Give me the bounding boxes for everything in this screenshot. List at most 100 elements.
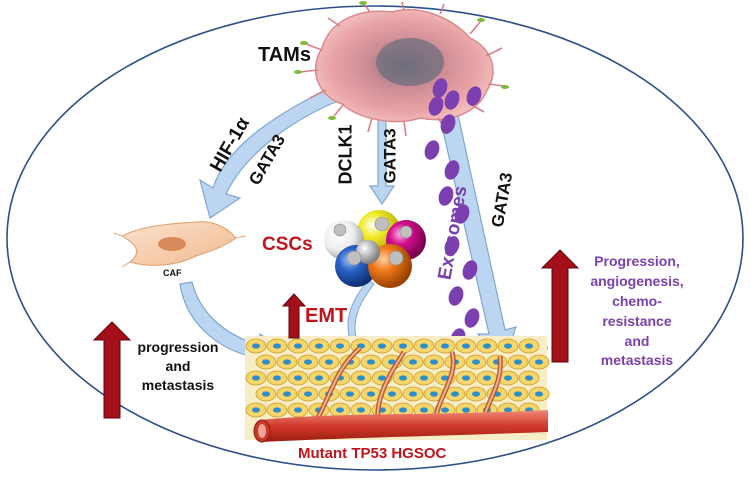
outer-ellipse: [6, 5, 744, 471]
text-progression-right: Progression, angiogenesis, chemo- resist…: [578, 252, 696, 371]
tumor-cell-nucleus: [325, 359, 333, 365]
progression-right-line-4: resistance: [602, 312, 672, 329]
exosome-dot: [428, 96, 444, 116]
tumor-cell-nucleus: [472, 359, 480, 365]
tumor-cell-nucleus: [283, 391, 291, 397]
tumor-cell-nucleus: [462, 407, 470, 413]
exosome-dot: [438, 186, 454, 206]
progression-right-line-2: angiogenesis,: [590, 272, 684, 289]
caf-cell: [113, 221, 247, 268]
exosome-dot: [440, 114, 456, 134]
tumor-cell-nucleus: [409, 391, 417, 397]
label-tams: TAMs: [258, 44, 311, 66]
tumor-cell-nucleus: [525, 343, 533, 349]
tumor-cell-nucleus: [346, 391, 354, 397]
tumor-cell-nucleus: [294, 375, 302, 381]
tumor-cell-nucleus: [304, 391, 312, 397]
cscs-cluster: [324, 210, 426, 288]
arrow-tams-to-caf: [199, 87, 341, 219]
tumor-cell-nucleus: [472, 391, 480, 397]
tumor-cell-nucleus: [399, 343, 407, 349]
tumor-cell-nucleus: [294, 343, 302, 349]
tumor-cell-nucleus: [273, 343, 281, 349]
tumor-cell-nucleus: [367, 359, 375, 365]
tumor-cell-nucleus: [441, 375, 449, 381]
up-arrow-right: [540, 249, 580, 363]
up-arrow-emt: [281, 293, 307, 339]
tumor-cell-nucleus: [483, 375, 491, 381]
tumor-cell-nucleus: [273, 375, 281, 381]
exosome-dot: [444, 160, 460, 180]
text-progression-left: progression and metastasis: [130, 338, 226, 395]
tumor-cell-nucleus: [462, 375, 470, 381]
tumor-cell-nucleus: [535, 391, 543, 397]
tumor-cell-nucleus: [504, 343, 512, 349]
label-cscs: CSCs: [262, 234, 313, 255]
exosome-dots: [424, 78, 548, 366]
tumor-cell-nucleus: [294, 407, 302, 413]
tumor-cell-nucleus: [378, 375, 386, 381]
exosome-dot: [462, 260, 478, 280]
tumor-cell-nucleus: [420, 407, 428, 413]
tumor-cell-nucleus: [504, 375, 512, 381]
tumor-cell-nucleus: [336, 407, 344, 413]
blood-vessel: [260, 410, 548, 442]
tumor-cell-nucleus: [441, 407, 449, 413]
tumor-cell-nucleus: [388, 359, 396, 365]
exosome-dot: [444, 90, 460, 110]
tumor-cell-nucleus: [514, 391, 522, 397]
tumor-cell-nucleus: [357, 375, 365, 381]
label-dclk1: DCLK1: [335, 124, 356, 185]
tumor-cell-nucleus: [378, 343, 386, 349]
tumor-cell-nucleus: [252, 343, 260, 349]
tumor-cell-nucleus: [262, 359, 270, 365]
tumor-cell-nucleus: [399, 407, 407, 413]
tumor-cell-nucleus: [399, 375, 407, 381]
progression-left-line-1: progression: [137, 339, 219, 355]
tumor-cell-nucleus: [514, 359, 522, 365]
tumor-cell-nucleus: [420, 343, 428, 349]
exosome-dot: [454, 204, 470, 224]
progression-left-line-2: and: [165, 357, 191, 374]
tumor-cell-nucleus: [315, 343, 323, 349]
progression-left-line-3: metastasis: [141, 376, 215, 393]
tumor-cell-nucleus: [430, 391, 438, 397]
progression-right-line-6: metastasis: [600, 352, 674, 369]
tumor-cell-nucleus: [483, 343, 491, 349]
tumor-cell-nucleus: [357, 407, 365, 413]
tumor-cell-nucleus: [441, 343, 449, 349]
tumor-cell-nucleus: [367, 391, 375, 397]
label-tumor: Mutant TP53 HGSOC: [298, 445, 447, 462]
exosome-dot: [464, 308, 480, 328]
tumor-cell-nucleus: [273, 407, 281, 413]
tumor-cell-nucleus: [409, 359, 417, 365]
exosome-dot: [466, 86, 482, 106]
tumor-cell-nucleus: [283, 359, 291, 365]
tumor-cell-nucleus: [262, 391, 270, 397]
tam-cell: [294, 1, 509, 137]
exosome-dot: [424, 140, 440, 160]
label-emt: EMT: [305, 305, 348, 327]
tumor-cell-nucleus: [315, 375, 323, 381]
exosome-dot: [432, 78, 448, 98]
up-arrow-left: [92, 321, 132, 419]
tumor-tissue: [245, 336, 550, 443]
exosome-dot: [448, 286, 464, 306]
progression-right-line-3: chemo-: [612, 292, 662, 309]
label-caf: CAF: [163, 268, 182, 278]
tumor-cell-nucleus: [462, 343, 470, 349]
tumor-cell-nucleus: [388, 391, 396, 397]
tumor-cell-nucleus: [504, 407, 512, 413]
tumor-cell-nucleus: [252, 375, 260, 381]
tumor-cell-nucleus: [304, 359, 312, 365]
label-gata3-csc: GATA3: [380, 128, 400, 184]
exosome-dot: [444, 236, 460, 256]
tumor-cell-nucleus: [430, 359, 438, 365]
tumor-cell-nucleus: [525, 375, 533, 381]
progression-right-line-1: Progression,: [594, 253, 680, 269]
tumor-cell-nucleus: [535, 359, 543, 365]
tumor-cell-nucleus: [451, 391, 459, 397]
tumor-cell-nucleus: [252, 407, 260, 413]
